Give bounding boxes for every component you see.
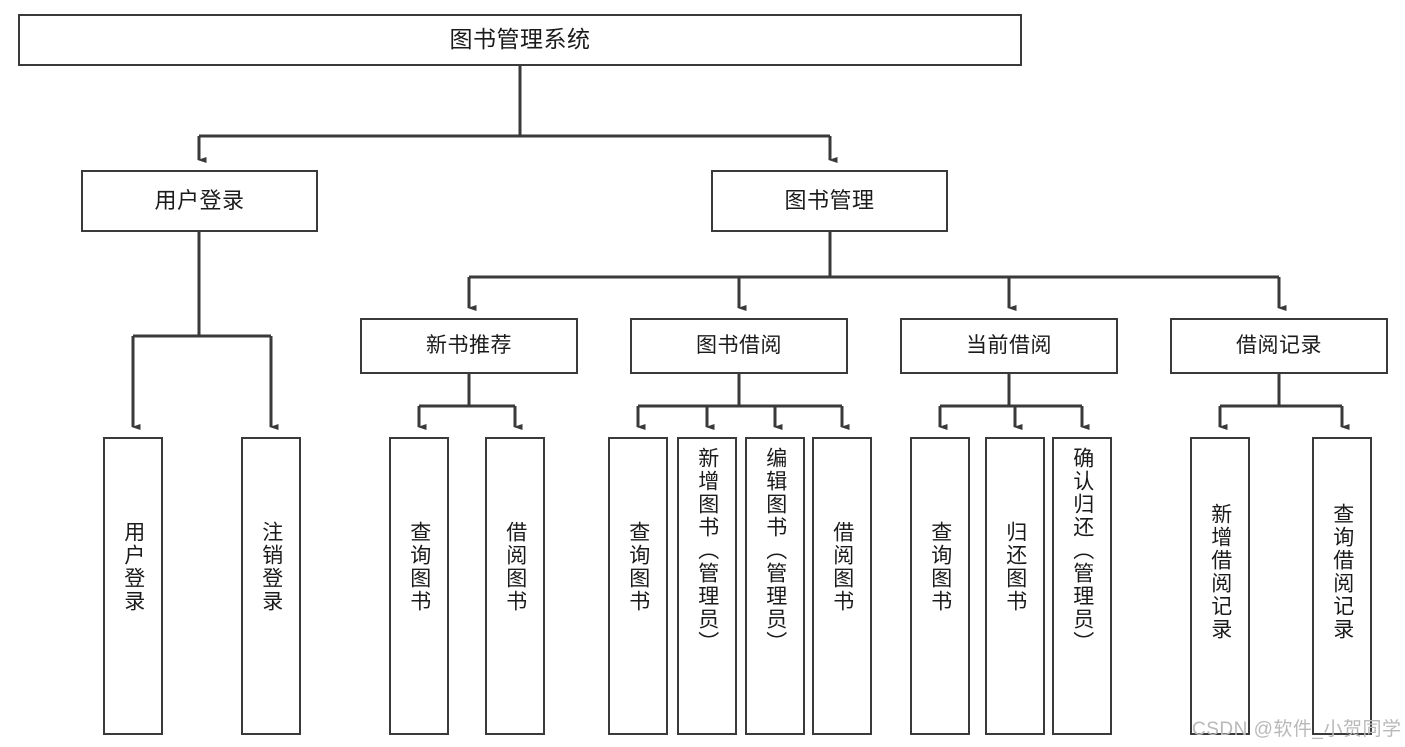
leaf-borrow-books-recommend[interactable]: 借阅图书 xyxy=(485,437,545,735)
leaf-add-borrow-record[interactable]: 新增借阅记录 xyxy=(1190,437,1250,735)
node-current-borrow[interactable]: 当前借阅 xyxy=(900,318,1118,374)
leaf-user-login[interactable]: 用户登录 xyxy=(103,437,163,735)
node-label: 新书推荐 xyxy=(426,333,512,357)
node-label: 图书管理系统 xyxy=(449,26,591,53)
leaf-query-books-borrow[interactable]: 查询图书 xyxy=(608,437,668,735)
node-label: 用户登录 xyxy=(154,188,245,214)
leaf-edit-book-admin[interactable]: 编辑图书（管理员） xyxy=(745,437,805,735)
node-book-borrow[interactable]: 图书借阅 xyxy=(630,318,848,374)
node-borrow-record[interactable]: 借阅记录 xyxy=(1170,318,1388,374)
node-label: 确认归还（管理员） xyxy=(1070,447,1094,654)
leaf-query-borrow-record[interactable]: 查询借阅记录 xyxy=(1312,437,1372,735)
node-label: 查询图书 xyxy=(626,521,650,613)
node-label: 编辑图书（管理员） xyxy=(763,447,787,654)
node-label: 查询图书 xyxy=(928,521,952,613)
leaf-query-books-recommend[interactable]: 查询图书 xyxy=(389,437,449,735)
node-label: 查询借阅记录 xyxy=(1330,503,1354,641)
leaf-logout[interactable]: 注销登录 xyxy=(241,437,301,735)
node-user-login[interactable]: 用户登录 xyxy=(81,170,318,232)
node-label: 新增图书（管理员） xyxy=(695,447,719,654)
leaf-add-book-admin[interactable]: 新增图书（管理员） xyxy=(677,437,737,735)
node-label: 新增借阅记录 xyxy=(1208,503,1232,641)
leaf-query-books-current[interactable]: 查询图书 xyxy=(910,437,970,735)
csdn-watermark: CSDN @软件_小贺同学 xyxy=(1192,719,1402,740)
node-label: 查询图书 xyxy=(407,521,431,613)
node-label: 图书管理 xyxy=(784,188,875,214)
node-new-book-recommend[interactable]: 新书推荐 xyxy=(360,318,578,374)
node-label: 注销登录 xyxy=(259,521,283,613)
node-label: 归还图书 xyxy=(1003,521,1027,613)
node-book-management[interactable]: 图书管理 xyxy=(711,170,948,232)
node-label: 借阅图书 xyxy=(830,521,854,613)
leaf-return-books[interactable]: 归还图书 xyxy=(985,437,1045,735)
node-label: 当前借阅 xyxy=(966,333,1052,357)
node-label: 用户登录 xyxy=(121,521,145,613)
leaf-confirm-return-admin[interactable]: 确认归还（管理员） xyxy=(1052,437,1112,735)
node-label: 借阅记录 xyxy=(1236,333,1322,357)
leaf-borrow-books[interactable]: 借阅图书 xyxy=(812,437,872,735)
node-label: 图书借阅 xyxy=(696,333,782,357)
node-root-system[interactable]: 图书管理系统 xyxy=(18,14,1022,66)
node-label: 借阅图书 xyxy=(503,521,527,613)
